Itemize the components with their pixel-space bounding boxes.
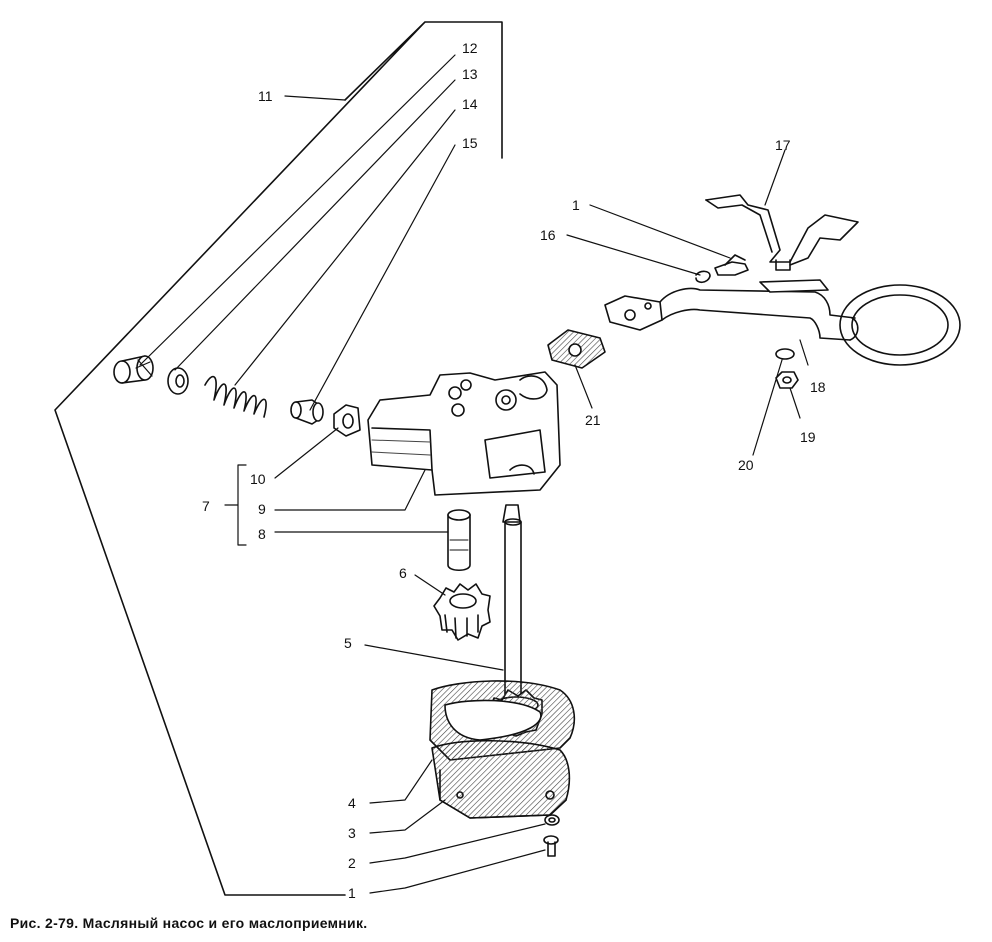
callout-13: 13 — [462, 66, 478, 82]
gasket-4 — [429, 680, 576, 761]
callout-6: 6 — [399, 565, 407, 581]
bolt-1-top — [714, 254, 749, 276]
oil-receiver-18 — [604, 279, 961, 366]
gasket-21 — [547, 329, 606, 369]
callout-10: 10 — [250, 471, 266, 487]
pump-shaft-5 — [502, 504, 522, 701]
callout-18: 18 — [810, 379, 826, 395]
callout-20: 20 — [738, 457, 754, 473]
spring-washer-16 — [695, 270, 711, 284]
spring-14 — [204, 375, 267, 418]
callout-8: 8 — [258, 526, 266, 542]
pump-cover-3 — [431, 739, 571, 819]
callout-16: 16 — [540, 227, 556, 243]
pump-body-9 — [367, 371, 561, 496]
bolt-1-bottom — [543, 835, 559, 857]
callout-3: 3 — [348, 825, 356, 841]
callout-21: 21 — [585, 412, 601, 428]
washer-13 — [167, 367, 189, 395]
callout-12: 12 — [462, 40, 478, 56]
group-7-bracket — [224, 464, 247, 546]
callout-17: 17 — [775, 137, 791, 153]
figure-caption: Рис. 2-79. Масляный насос и его маслопри… — [10, 915, 368, 931]
callout-11: 11 — [258, 88, 273, 104]
nut-19 — [775, 371, 799, 389]
ring-10 — [333, 404, 361, 437]
callout-labels: 1 16 17 18 19 20 21 11 12 13 14 15 10 7 … — [202, 40, 826, 901]
callout-4: 4 — [348, 795, 356, 811]
callout-14: 14 — [462, 96, 478, 112]
callout-2: 2 — [348, 855, 356, 871]
valve-15 — [290, 399, 324, 425]
callout-1-top: 1 — [572, 197, 580, 213]
leader-lines — [139, 54, 809, 894]
washer-20 — [775, 348, 795, 360]
bracket-17 — [705, 194, 859, 271]
callout-19: 19 — [800, 429, 816, 445]
lock-washer-2 — [544, 814, 560, 826]
callout-5: 5 — [344, 635, 352, 651]
callout-7: 7 — [202, 498, 210, 514]
callout-15: 15 — [462, 135, 478, 151]
group-11-boundary-line — [54, 21, 503, 896]
driven-gear-6 — [433, 583, 491, 641]
callout-1-bottom: 1 — [348, 885, 356, 901]
gear-axle-8 — [447, 509, 471, 572]
reducing-valve-plug-12 — [113, 355, 154, 384]
callout-9: 9 — [258, 501, 266, 517]
